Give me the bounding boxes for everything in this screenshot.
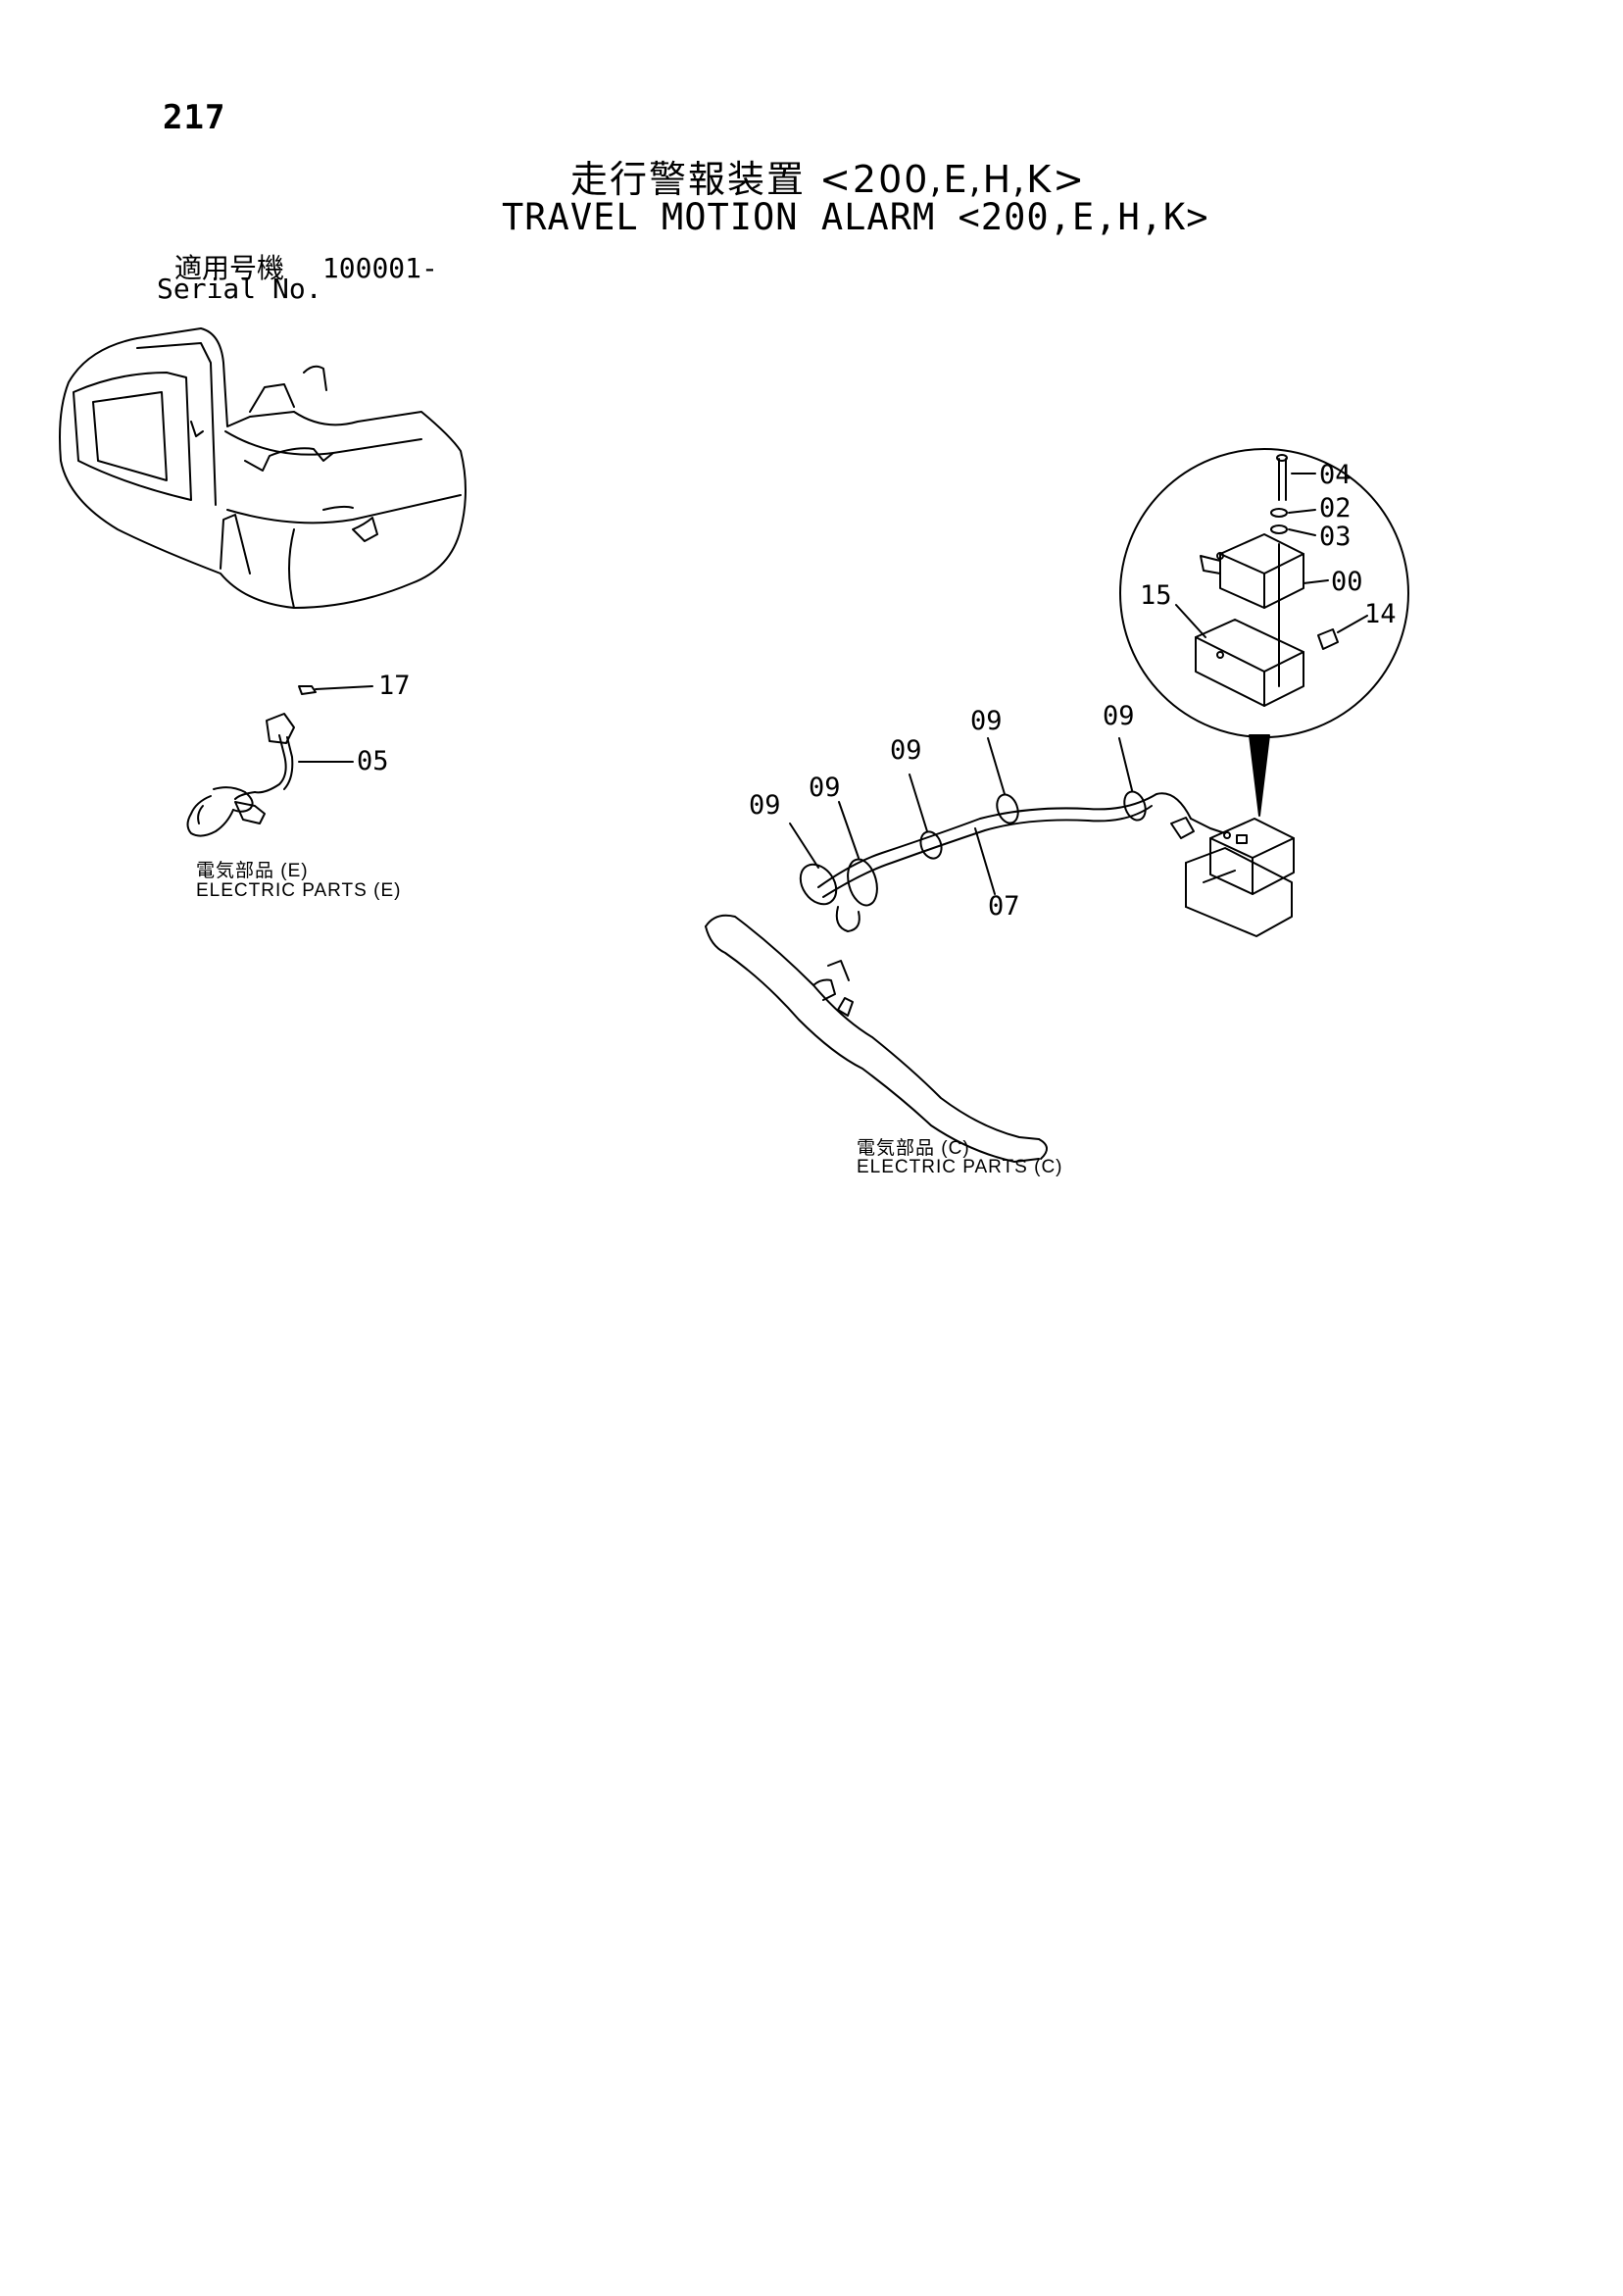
serial-label-jp-text: 適用号機 xyxy=(174,252,285,284)
caption-electric-parts-e-jp: 電気部品 (E) xyxy=(196,861,309,881)
callout-05: 05 xyxy=(357,746,389,776)
caption-electric-parts-c-en: ELECTRIC PARTS (C) xyxy=(857,1157,1063,1177)
caption-electric-parts-c-jp: 電気部品 (C) xyxy=(857,1138,970,1159)
title-english: TRAVEL MOTION ALARM <200,E,H,K> xyxy=(502,196,1209,238)
detail-circle xyxy=(1119,448,1409,738)
excavator-overview-illustration xyxy=(59,327,467,609)
callout-04: 04 xyxy=(1319,460,1352,490)
callout-09-b: 09 xyxy=(809,773,841,803)
callout-09-e: 09 xyxy=(1103,701,1135,731)
electric-parts-e-illustration xyxy=(186,685,373,837)
callout-02: 02 xyxy=(1319,493,1352,524)
callout-09-d: 09 xyxy=(970,706,1003,736)
serial-label-japanese: 適用号機 100001- xyxy=(174,247,438,286)
callout-09-c: 09 xyxy=(890,735,922,766)
harness-07-illustration xyxy=(799,790,1226,932)
electric-parts-c-illustration xyxy=(705,914,1048,1163)
page-number: 217 xyxy=(163,98,226,137)
callout-15: 15 xyxy=(1140,580,1172,611)
callout-03: 03 xyxy=(1319,522,1352,552)
callout-09-a: 09 xyxy=(749,790,781,821)
callout-00: 00 xyxy=(1331,567,1363,597)
harness-callout-leaders xyxy=(789,737,1133,895)
title-japanese: 走行警報装置 <200,E,H,K> xyxy=(570,158,1087,201)
detail-pointer xyxy=(1249,734,1270,817)
callout-07: 07 xyxy=(988,891,1020,922)
serial-label-english: Serial No. xyxy=(157,273,322,305)
callout-17: 17 xyxy=(378,671,411,701)
serial-number: 100001- xyxy=(321,252,438,284)
alarm-unit-assembled-illustration xyxy=(1185,818,1295,937)
callout-14: 14 xyxy=(1364,599,1397,629)
caption-electric-parts-e-en: ELECTRIC PARTS (E) xyxy=(196,880,402,901)
